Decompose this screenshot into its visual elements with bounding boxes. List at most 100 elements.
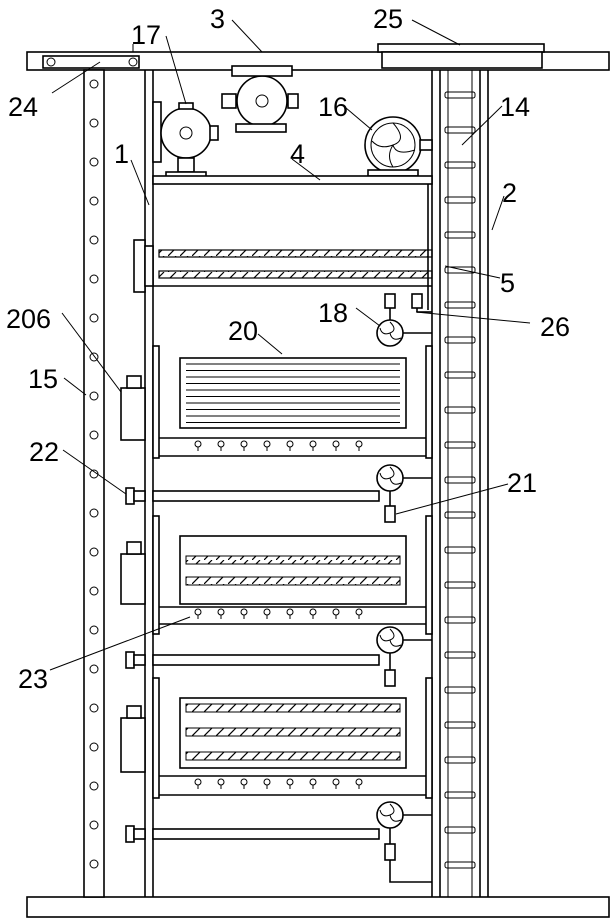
ladder-rung [444,91,476,99]
ladder-rung [444,616,476,624]
tier-3 [120,677,433,799]
label-25: 25 [373,4,403,34]
nozzle [194,440,202,448]
left-column-bolts [89,79,99,869]
ladder-rung [444,511,476,519]
nozzle [263,608,271,616]
bolt [89,157,99,167]
bolt [89,703,99,713]
tier-2 [120,515,433,635]
bolt [89,391,99,401]
label-17: 17 [131,20,161,50]
bolt [89,352,99,362]
ladder-rung [444,441,476,449]
wall-bracket [152,101,162,163]
ladder-rung [444,546,476,554]
label-206: 206 [6,304,51,334]
nozzle [217,440,225,448]
label-23: 23 [18,664,48,694]
label-21: 21 [507,468,537,498]
ladder-rung [444,476,476,484]
nozzle [263,778,271,786]
nozzle [263,440,271,448]
bolt [89,313,99,323]
bolt [89,196,99,206]
ladder-rung [444,791,476,799]
bolt [89,586,99,596]
top-cover-25 [377,43,545,69]
tank-206 [120,387,146,441]
nozzle [355,608,363,616]
nozzle [332,440,340,448]
left-frame [144,70,154,897]
top-filter-layer [133,239,433,293]
valve-21 [384,505,396,523]
bolt [89,79,99,89]
ladder-rung [444,266,476,274]
pump-18 [376,293,432,347]
label-26: 26 [540,312,570,342]
nozzle [286,778,294,786]
left-column [83,69,105,898]
nozzle [194,608,202,616]
ladder-rung [444,581,476,589]
bolt [89,508,99,518]
bolt [89,742,99,752]
label-15: 15 [28,364,58,394]
ladder-rung [444,301,476,309]
ladder-rung [444,231,476,239]
ladder [444,70,476,897]
pipe-row-22 [125,464,432,523]
tier-1 [120,345,433,459]
fan-16 [364,116,433,177]
nozzle [286,440,294,448]
bolt [89,664,99,674]
label-5: 5 [500,268,515,298]
label-3: 3 [210,4,225,34]
bolt [89,781,99,791]
label-20: 20 [228,316,258,346]
bolt [89,547,99,557]
nozzle [217,608,225,616]
pipe-row-2 [125,626,432,687]
pump-17 [160,102,219,181]
nozzle [332,778,340,786]
nozzle [332,608,340,616]
ladder-rung [444,756,476,764]
pipe-row-3 [125,801,432,883]
nozzle [194,778,202,786]
label-16: 16 [318,92,348,122]
nozzle [355,440,363,448]
base-plate [26,896,610,918]
label-24: 24 [8,92,38,122]
nozzle [309,440,317,448]
bolt [89,235,99,245]
hinge-24 [42,44,140,69]
pump-2 [221,65,299,133]
bolt [89,430,99,440]
bolt [89,820,99,830]
label-4: 4 [290,139,305,169]
ladder-rung [444,651,476,659]
ladder-rung [444,826,476,834]
ladder-rung [444,336,476,344]
ladder-rung [444,686,476,694]
ladder-rung [444,196,476,204]
nozzle [309,608,317,616]
bolt [89,859,99,869]
ladder-rung [444,371,476,379]
nozzle [240,440,248,448]
ladder-rung [444,406,476,414]
ladder-rung [444,861,476,869]
shelf-4 [152,175,433,185]
bolt [89,118,99,128]
ladder-rung [444,126,476,134]
label-2: 2 [502,178,517,208]
nozzle [240,608,248,616]
bolt [89,625,99,635]
nozzle [240,778,248,786]
label-1: 1 [114,139,129,169]
leader-lines [49,19,531,671]
label-18: 18 [318,298,348,328]
